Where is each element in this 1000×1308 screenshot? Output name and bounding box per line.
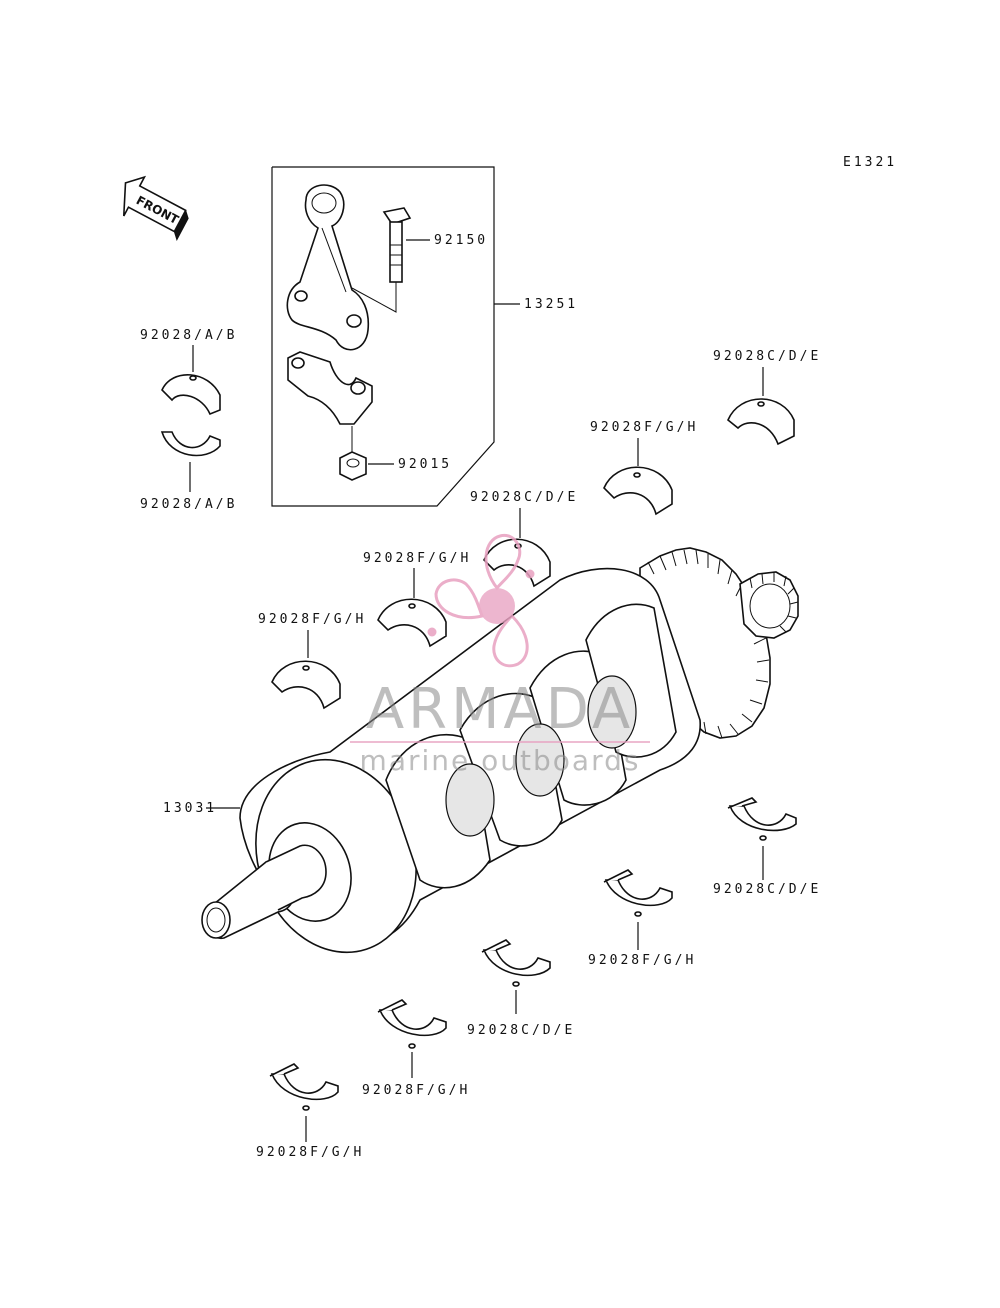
bearing-fgh-2-label: 92028F/G/H [363, 551, 471, 566]
armada-watermark: ARMADA marine outboards [350, 533, 650, 777]
crankshaft-small-gear [739, 571, 799, 639]
bearing-fgh-4: 92028F/G/H [588, 869, 696, 968]
bearing-fgh-1-label: 92028F/G/H [590, 420, 698, 435]
bearing-cde-2: 92028C/D/E [470, 490, 578, 588]
bearing-cde-1-label: 92028C/D/E [713, 349, 821, 364]
diagram-id: E1321 [843, 155, 897, 170]
bearing-ab-top-label: 92028/A/B [140, 328, 237, 343]
front-arrow-icon: FRONT [122, 175, 189, 241]
bearing-fgh-5: 92028F/G/H [362, 999, 470, 1098]
rod-bolt: 92150 [351, 207, 488, 313]
rod-bolt-label: 92150 [434, 233, 488, 248]
bearing-fgh-6: 92028F/G/H [256, 1063, 364, 1160]
watermark-subtitle: marine outboards [360, 744, 641, 777]
rod-cap [287, 351, 373, 425]
bearing-fgh-1: 92028F/G/H [590, 420, 698, 516]
bearing-fgh-3: 92028F/G/H [258, 612, 366, 710]
rod-assembly-label: 13251 [524, 297, 578, 312]
bearing-fgh-6-label: 92028F/G/H [256, 1145, 364, 1160]
crankshaft-label: 13031 [163, 801, 217, 816]
rod-nut: 92015 [339, 426, 452, 481]
propeller-logo-icon [427, 533, 535, 668]
bearing-cde-4-label: 92028C/D/E [467, 1023, 575, 1038]
bearing-cde-3-label: 92028C/D/E [713, 882, 821, 897]
bearing-ab-bottom-label: 92028/A/B [140, 497, 237, 512]
connecting-rod-box: 13251 [271, 166, 578, 507]
bearing-fgh-4-label: 92028F/G/H [588, 953, 696, 968]
bearing-fgh-2: 92028F/G/H [363, 551, 471, 648]
bearing-fgh-3-label: 92028F/G/H [258, 612, 366, 627]
rod-nut-label: 92015 [398, 457, 452, 472]
watermark-title: ARMADA [366, 677, 634, 742]
bearing-ab-bottom: 92028/A/B [140, 431, 237, 512]
bearing-fgh-5-label: 92028F/G/H [362, 1083, 470, 1098]
bearing-cde-1: 92028C/D/E [713, 349, 821, 446]
bearing-ab-top: 92028/A/B [140, 328, 237, 416]
bearing-cde-2-label: 92028C/D/E [470, 490, 578, 505]
connecting-rod [286, 184, 370, 351]
crankshaft: 13031 [163, 547, 799, 954]
bearing-cde-3: 92028C/D/E [713, 797, 821, 897]
crankshaft-front-stub [201, 844, 327, 939]
bearing-cde-4: 92028C/D/E [467, 939, 575, 1038]
